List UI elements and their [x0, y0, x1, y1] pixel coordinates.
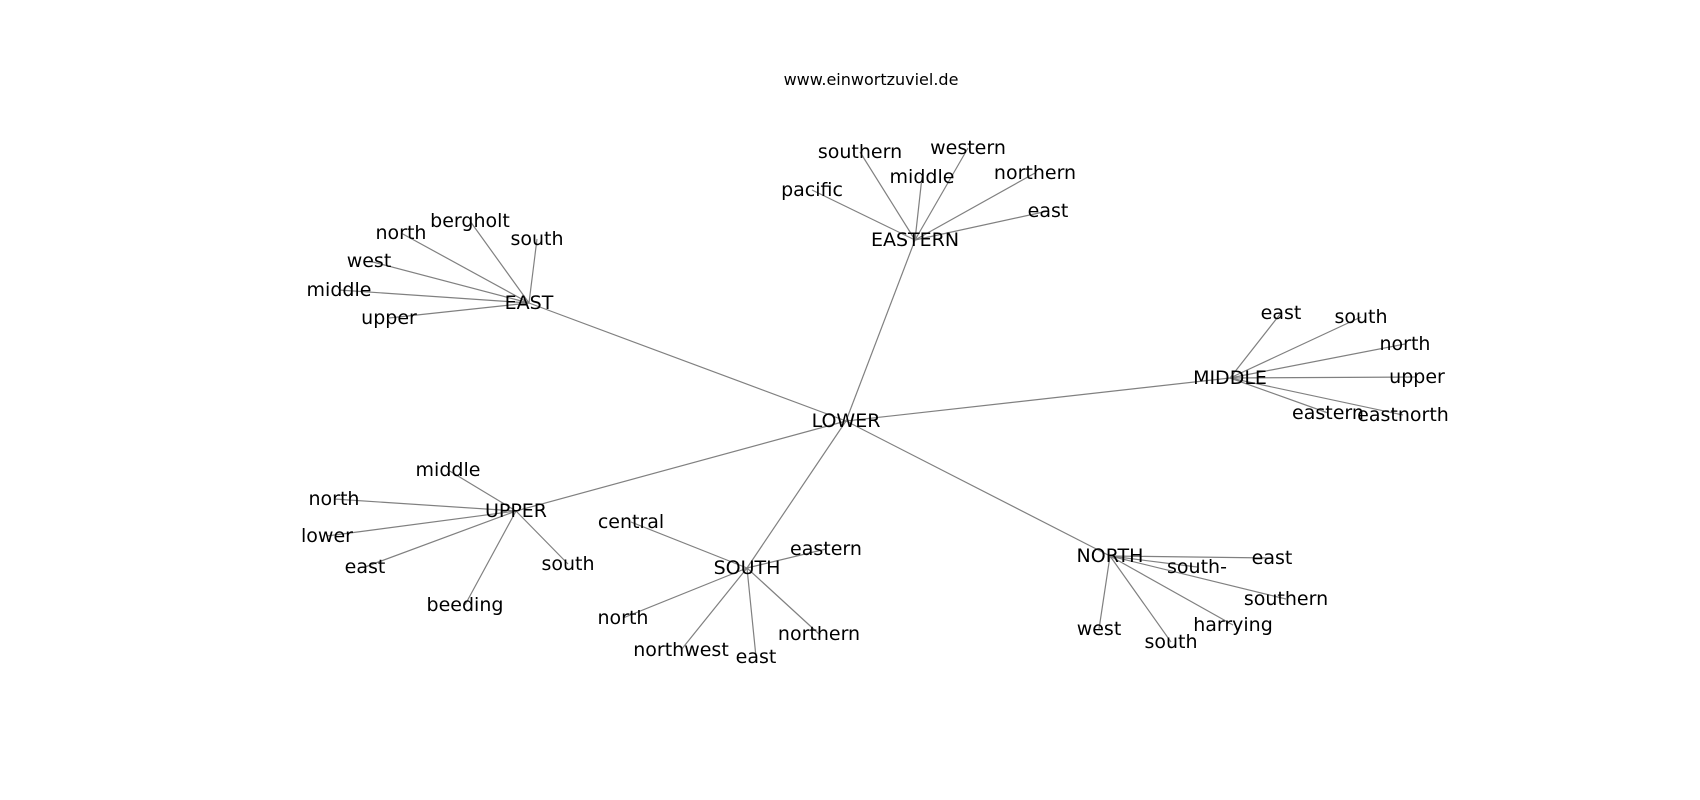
leaf-node-east-south: south — [510, 228, 563, 250]
edge-lower-south — [746, 420, 847, 569]
edge-middle-eastnorth — [1229, 377, 1404, 416]
leaf-node-middle-south: south — [1334, 306, 1387, 328]
edge-upper-lower — [326, 510, 517, 537]
edge-lower-eastern — [845, 239, 916, 422]
edge-north-east — [1109, 555, 1273, 559]
edge-lower-middle — [845, 377, 1231, 422]
edge-south-eastern — [746, 548, 827, 569]
edge-east-middle — [338, 289, 530, 304]
hub-node-north: NORTH — [1077, 545, 1144, 567]
edge-east-west — [368, 260, 530, 304]
edge-eastern-northern — [914, 172, 1036, 241]
leaf-node-upper-east: east — [345, 556, 386, 578]
hub-node-eastern: EASTERN — [871, 229, 959, 251]
edge-middle-east — [1229, 312, 1282, 379]
edge-south-northern — [746, 567, 820, 635]
edge-north-harrying — [1109, 555, 1234, 626]
edge-upper-north — [333, 498, 517, 512]
leaf-node-eastern-pacific: pacific — [781, 179, 843, 201]
leaf-node-north-southern: southern — [1244, 588, 1328, 610]
hub-node-south: SOUTH — [714, 557, 781, 579]
edge-eastern-southern — [859, 151, 916, 241]
edge-upper-middle — [447, 469, 517, 512]
leaf-node-east-bergholt: bergholt — [430, 210, 510, 232]
edge-east-south — [528, 238, 538, 304]
edge-eastern-middle — [914, 176, 923, 241]
edge-middle-eastern — [1229, 377, 1329, 414]
leaf-node-eastern-east: east — [1028, 200, 1069, 222]
edge-lower-east — [528, 302, 847, 422]
leaf-node-east-west: west — [347, 250, 392, 272]
leaf-node-south-northwest: northwest — [633, 639, 729, 661]
center-node: LOWER — [812, 410, 881, 432]
hub-node-east: EAST — [505, 292, 554, 314]
edge-middle-upper — [1229, 376, 1418, 379]
edge-south-east — [746, 567, 757, 658]
edge-south-northwest — [680, 567, 748, 651]
edge-south-north — [622, 567, 748, 619]
leaf-node-east-upper: upper — [361, 307, 417, 329]
edge-eastern-western — [914, 147, 969, 241]
edge-north-south — [1109, 555, 1172, 643]
edge-upper-south — [515, 510, 569, 565]
leaf-node-south-eastern: eastern — [790, 538, 862, 560]
leaf-node-middle-eastern: eastern — [1292, 402, 1364, 424]
leaf-node-upper-north: north — [309, 488, 360, 510]
leaf-node-eastern-southern: southern — [818, 141, 902, 163]
edge-lower-upper — [515, 420, 847, 512]
edge-upper-beeding — [464, 510, 517, 606]
leaf-node-middle-east: east — [1261, 302, 1302, 324]
leaf-node-south-east: east — [736, 646, 777, 668]
edge-eastern-pacific — [811, 189, 916, 241]
edge-upper-east — [364, 510, 517, 568]
node-labels: pacificsouthernmiddlewesternnortherneast… — [301, 137, 1449, 668]
leaf-node-middle-upper: upper — [1389, 366, 1445, 388]
leaf-node-middle-eastnorth: eastnorth — [1357, 404, 1449, 426]
edge-eastern-east — [914, 210, 1049, 241]
edge-east-upper — [388, 302, 530, 319]
leaf-node-eastern-northern: northern — [994, 162, 1076, 184]
edge-south-central — [630, 521, 748, 569]
leaf-node-south-north: north — [598, 607, 649, 629]
leaf-node-north-south: south — [1144, 631, 1197, 653]
leaf-node-upper-lower: lower — [301, 525, 353, 547]
leaf-node-north-east: east — [1252, 547, 1293, 569]
edges — [326, 147, 1418, 658]
leaf-node-upper-south: south — [541, 553, 594, 575]
edge-north-southern — [1109, 555, 1287, 600]
hub-node-middle: MIDDLE — [1193, 367, 1267, 389]
edge-north-west — [1098, 555, 1111, 630]
leaf-node-upper-middle: middle — [416, 459, 481, 481]
leaf-node-north-harrying: harrying — [1193, 614, 1273, 636]
site-url: www.einwortzuviel.de — [783, 70, 959, 89]
leaf-node-south-northern: northern — [778, 623, 860, 645]
edge-east-bergholt — [469, 220, 530, 304]
edge-north-south — [1109, 555, 1198, 568]
edge-middle-north — [1229, 343, 1406, 379]
leaf-node-eastern-middle: middle — [890, 166, 955, 188]
leaf-node-middle-north: north — [1380, 333, 1431, 355]
edge-lower-north — [845, 420, 1111, 557]
leaf-node-east-middle: middle — [307, 279, 372, 301]
leaf-node-north-west: west — [1077, 618, 1122, 640]
edge-middle-south — [1229, 316, 1362, 379]
edge-east-north — [400, 232, 530, 304]
leaf-node-east-north: north — [376, 222, 427, 244]
leaf-node-south-central: central — [598, 511, 664, 533]
hub-node-upper: UPPER — [485, 500, 547, 522]
leaf-node-eastern-western: western — [930, 137, 1006, 159]
leaf-node-north-south: south- — [1167, 556, 1227, 578]
leaf-node-upper-beeding: beeding — [427, 594, 504, 616]
